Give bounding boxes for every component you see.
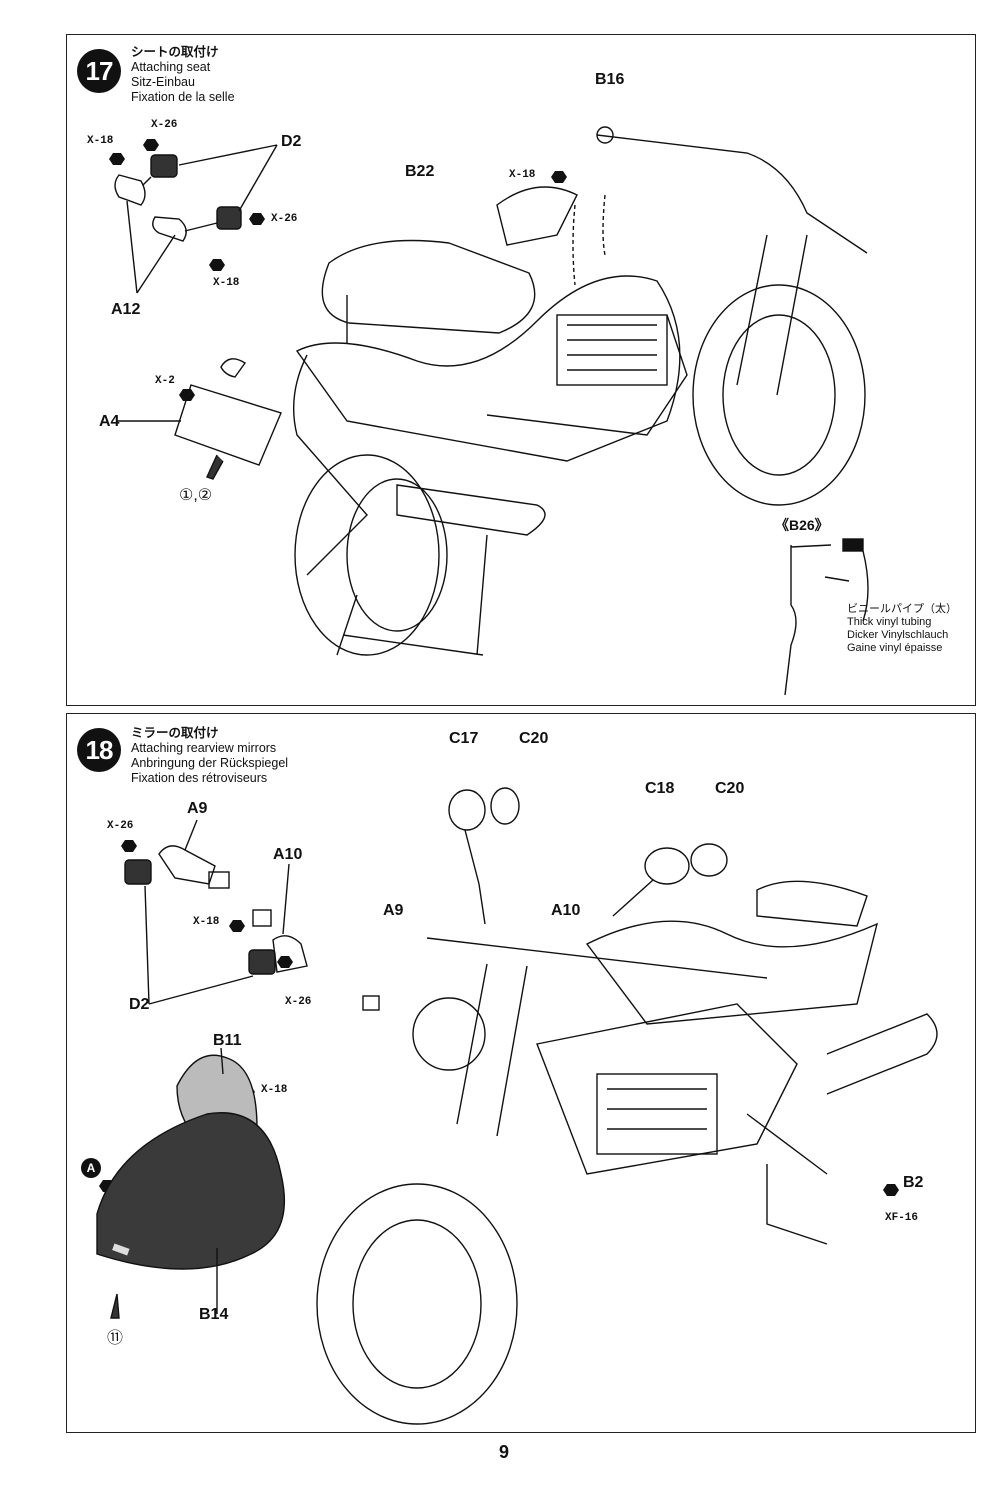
step-18-title-en: Attaching rearview mirrors <box>131 741 277 755</box>
label-a9: A9 <box>383 902 404 919</box>
label-x26: X-26 <box>151 119 178 131</box>
step-18-title-fr: Fixation des rétroviseurs <box>131 771 268 785</box>
b26-tubing-diagram-icon <box>784 538 869 696</box>
marker-a-badge: A <box>81 1158 101 1178</box>
headlight-cowl-icon <box>96 1054 286 1319</box>
step-17-illustration <box>109 126 869 696</box>
step-18-title: ミラーの取付け Attaching rearview mirrors Anbri… <box>131 726 288 786</box>
step-17-panel: 17 シートの取付け Attaching seat Sitz-Einbau Fi… <box>66 34 976 706</box>
label-b16: B16 <box>595 71 625 88</box>
label-x18: X-18 <box>261 1084 288 1096</box>
label-c17: C17 <box>449 730 479 747</box>
inset-b26-label: 《B26》 <box>775 517 829 533</box>
label-x26: X-26 <box>271 213 298 225</box>
tubing-jp: ビニールパイプ（太） <box>847 603 957 615</box>
label-x18: X-18 <box>193 916 220 928</box>
screw-icon <box>109 139 567 401</box>
label-xf16: XF-16 <box>885 1212 919 1224</box>
tubing-de: Dicker Vinylschlauch <box>847 629 949 641</box>
label-sticker-11: ⑪ <box>107 1330 124 1347</box>
step-17-title-fr: Fixation de la selle <box>131 90 235 104</box>
tubing-en: Thick vinyl tubing <box>847 616 932 628</box>
label-b14: B14 <box>199 1306 229 1323</box>
step-17-title-en: Attaching seat <box>131 60 211 74</box>
label-x26: X-26 <box>285 996 312 1008</box>
label-b2: B2 <box>903 1174 924 1191</box>
label-b11: B11 <box>213 1032 242 1049</box>
label-x18: X-18 <box>87 135 114 147</box>
step-18-title-de: Anbringung der Rückspiegel <box>131 756 289 770</box>
label-a9: A9 <box>187 800 208 817</box>
step-17-title-jp: シートの取付け <box>131 45 219 59</box>
step-18-title-jp: ミラーの取付け <box>131 726 219 740</box>
label-c20: C20 <box>519 730 549 747</box>
label-a12: A12 <box>111 301 141 318</box>
step-18-number: 18 <box>77 728 121 772</box>
motorcycle-front-view-icon <box>316 880 938 1425</box>
step-18-panel: 18 ミラーの取付け Attaching rearview mirrors An… <box>66 713 976 1433</box>
label-sticker-marks: ①,② <box>179 487 213 504</box>
step-17-title: シートの取付け Attaching seat Sitz-Einbau Fixat… <box>131 45 235 105</box>
label-a10: A10 <box>551 902 581 919</box>
label-d2: D2 <box>129 996 150 1013</box>
label-c18: C18 <box>645 780 675 797</box>
step-17-number: 17 <box>77 49 121 93</box>
label-x18: X-18 <box>509 169 536 181</box>
license-plate-icon <box>117 358 282 480</box>
page-number: 9 <box>498 1442 509 1462</box>
label-c20: C20 <box>715 780 745 797</box>
label-b22: B22 <box>405 163 435 180</box>
label-d2: D2 <box>281 133 302 150</box>
label-x26: X-26 <box>107 820 134 832</box>
step-17-title-de: Sitz-Einbau <box>131 75 195 89</box>
motorcycle-rear-view-icon <box>293 126 868 656</box>
label-x18: X-18 <box>213 277 240 289</box>
tubing-fr: Gaine vinyl épaisse <box>847 642 943 654</box>
label-a4: A4 <box>99 413 120 430</box>
turn-signal-part-icon <box>124 845 308 975</box>
label-x2: X-2 <box>155 375 175 387</box>
step-18-illustration <box>96 787 938 1425</box>
vinyl-tubing-note: ビニールパイプ（太） Thick vinyl tubing Dicker Vin… <box>847 603 957 655</box>
rearview-mirror-icon <box>448 787 728 925</box>
turn-signal-part-icon <box>114 154 242 242</box>
label-a10: A10 <box>273 846 303 863</box>
